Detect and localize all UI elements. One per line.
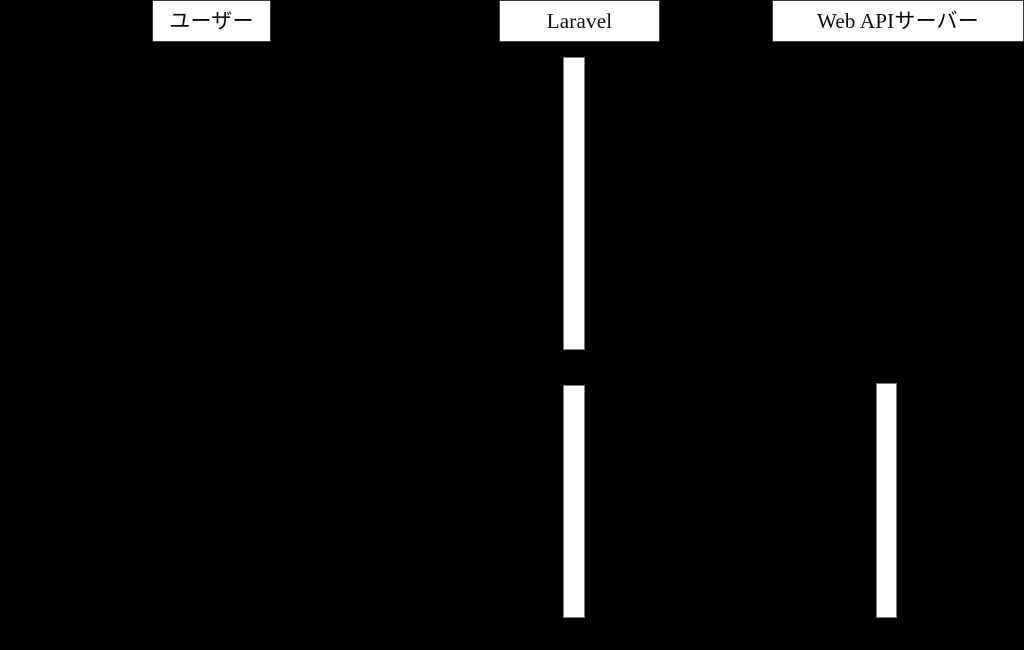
participant-box-user[interactable]: ユーザー: [152, 0, 271, 42]
lifeline-web-api-server: [886, 42, 887, 650]
participant-label-web-api-server: Web APIサーバー: [817, 8, 979, 33]
participant-box-laravel[interactable]: Laravel: [499, 0, 660, 42]
activation-bar-web-api-server-1[interactable]: [876, 383, 897, 618]
lifeline-user: [211, 42, 212, 650]
participant-box-web-api-server[interactable]: Web APIサーバー: [772, 0, 1024, 42]
activation-bar-laravel-2[interactable]: [563, 385, 585, 618]
activation-bar-laravel-1[interactable]: [563, 57, 585, 350]
participant-label-laravel: Laravel: [546, 8, 613, 33]
participant-label-user: ユーザー: [169, 8, 254, 33]
